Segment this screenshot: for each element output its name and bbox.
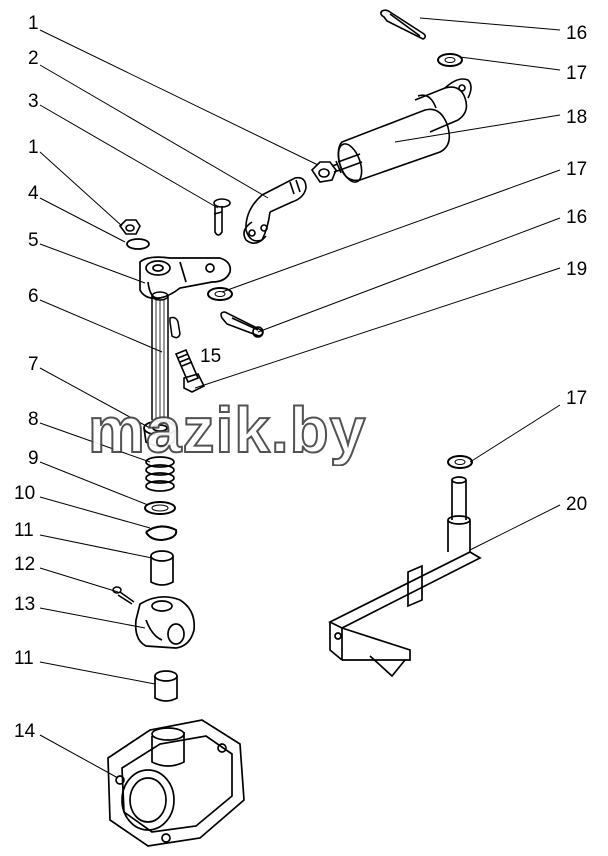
flange-housing: [107, 719, 245, 847]
callout-16-top: 16: [566, 23, 588, 44]
callout-19: 19: [566, 259, 588, 280]
retaining-ring: [145, 525, 178, 542]
callout-6: 6: [28, 286, 39, 307]
cotter-pin-mid: [220, 311, 264, 338]
washer-flat: [144, 501, 176, 515]
callout-15: 15: [200, 346, 222, 367]
sleeve-upper: [150, 550, 174, 586]
cotter-pin-top: [380, 9, 427, 40]
callout-14: 14: [14, 721, 36, 742]
bushing-top: [143, 420, 177, 447]
callout-17-top: 17: [566, 63, 588, 84]
washer-lock: [126, 238, 150, 250]
callout-1-left: 1: [28, 137, 39, 158]
callout-3: 3: [28, 91, 39, 112]
leader-lines: [39, 17, 561, 779]
callout-4: 4: [28, 183, 39, 204]
callout-17-mid: 17: [566, 159, 588, 180]
callout-10: 10: [14, 483, 36, 504]
fork-clevis: [243, 176, 307, 244]
callout-16-mid: 16: [566, 207, 588, 228]
callout-12: 12: [14, 554, 36, 575]
clevis-pin: [213, 198, 231, 236]
swivel-housing: [134, 595, 196, 649]
bolt: [174, 348, 206, 393]
callout-18: 18: [566, 107, 588, 128]
nut-rod: [310, 161, 337, 183]
washer-top: [437, 53, 463, 67]
callout-17-right: 17: [566, 388, 588, 409]
hydraulic-cylinder: [331, 78, 472, 183]
callout-9: 9: [28, 448, 39, 469]
callout-5: 5: [28, 230, 39, 251]
watermark: mazik.by: [87, 394, 367, 466]
nut-left: [118, 219, 141, 235]
callout-2: 2: [28, 48, 39, 69]
washer-mid: [207, 287, 233, 301]
callout-11-lower: 11: [14, 648, 34, 669]
spring: [145, 456, 175, 492]
woodruff-key: [169, 316, 181, 339]
splined-shaft: [151, 291, 169, 420]
callout-1-top: 1: [28, 13, 39, 34]
washer-right: [447, 455, 473, 469]
callout-11-upper: 11: [14, 520, 34, 541]
sleeve-lower: [154, 670, 178, 702]
callout-8: 8: [28, 409, 39, 430]
support-bracket: [328, 476, 482, 678]
callout-13: 13: [14, 594, 36, 615]
screw: [112, 586, 135, 605]
callout-7: 7: [28, 354, 39, 375]
callout-20: 20: [566, 494, 588, 515]
